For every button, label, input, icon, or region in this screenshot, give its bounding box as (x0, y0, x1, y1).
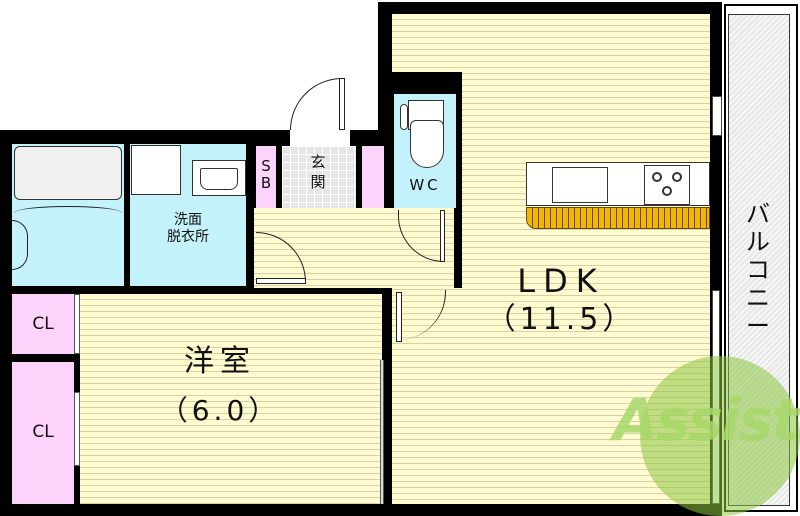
ldk-label: LDK (517, 262, 605, 300)
basin-bowl (200, 168, 238, 190)
closet-2-label: CL (32, 422, 54, 442)
closet-2 (12, 362, 74, 504)
bath-curve (14, 206, 122, 220)
washroom-label: 洗面 脱衣所 (130, 212, 246, 246)
washing-machine-pan (131, 145, 181, 195)
toilet-label: WC (409, 176, 441, 194)
western-room-label: 洋室 (184, 344, 256, 379)
balcony-door[interactable] (712, 96, 722, 136)
watermark-text: Assist (612, 386, 799, 454)
bathtub (14, 146, 122, 200)
entrance-label: 玄関 (310, 153, 326, 191)
sliding-partition[interactable] (380, 360, 384, 504)
shoe-box (256, 146, 276, 208)
entrance (282, 146, 356, 208)
front-door-swing (290, 78, 342, 130)
entrance-closet (362, 146, 384, 208)
closet-1-door[interactable] (74, 294, 80, 354)
closet-1-label: CL (32, 314, 54, 334)
shoe-box-label-s: S (261, 157, 271, 175)
washroom-label-line1: 洗面 (174, 212, 202, 228)
stove-burner-icon (652, 172, 662, 182)
western-room (80, 294, 382, 504)
closet-1 (12, 294, 74, 354)
closet-2-door[interactable] (74, 392, 80, 466)
shoe-box-label: S B (256, 158, 276, 192)
toilet-remote (400, 104, 408, 130)
stove (644, 165, 690, 205)
shoe-box-label-b: B (260, 174, 272, 192)
ldk-size: （11.5） (485, 302, 637, 337)
entrance-opening (290, 128, 350, 146)
toilet-bowl (410, 120, 444, 168)
stove-burner-icon (662, 186, 672, 196)
kitchen-sink (552, 167, 608, 203)
watermark-logo (640, 356, 800, 516)
washroom-label-line2: 脱衣所 (167, 228, 209, 245)
balcony-label: バルコニー (746, 200, 770, 340)
stove-burner-icon (672, 172, 682, 182)
western-room-size: （6.0） (159, 394, 281, 427)
kitchen-bar-counter (526, 207, 710, 229)
